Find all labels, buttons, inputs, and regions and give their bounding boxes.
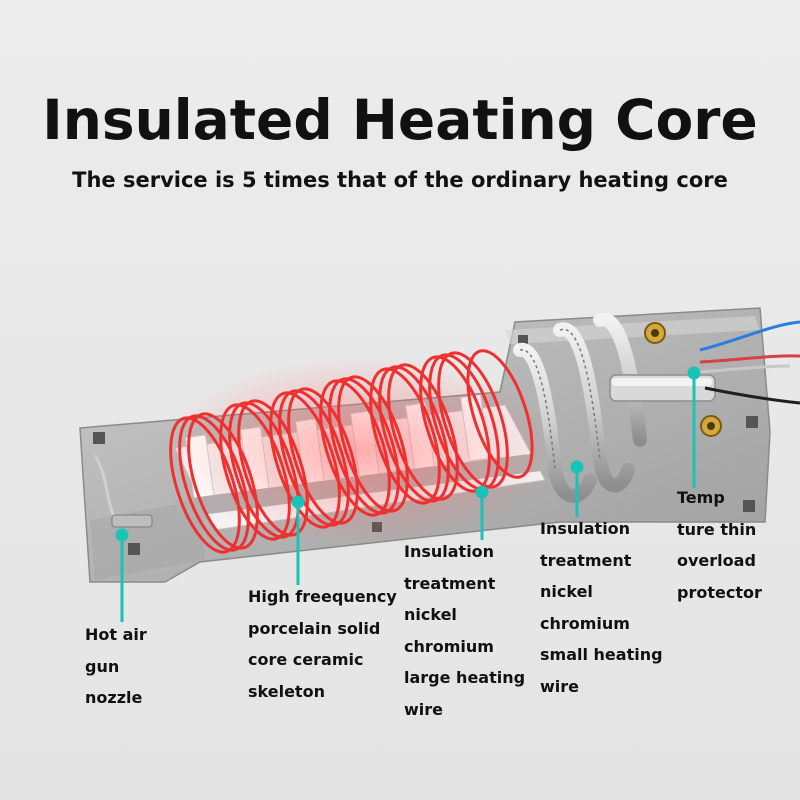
page-subtitle: The service is 5 times that of the ordin… (72, 168, 728, 192)
nozzle-end (93, 454, 153, 528)
label-line: wire (404, 699, 444, 719)
label-line: skeleton (248, 681, 325, 701)
label-ceramic: High freequency porcelain solid core cer… (248, 581, 397, 707)
label-large-wire: Insulation treatment nickel chromium lar… (404, 536, 525, 725)
label-line: porcelain solid (248, 618, 381, 638)
label-line: High freequency (248, 587, 397, 606)
label-line: core ceramic (248, 650, 364, 669)
label-line: small heating (540, 645, 663, 664)
mount-hole-icon (93, 335, 758, 555)
large-heating-coil (169, 349, 534, 554)
label-small-wire: Insulation treatment nickel chromium sma… (540, 513, 663, 702)
label-line: nickel (404, 605, 457, 624)
terminal-icon (644, 322, 722, 437)
label-line: treatment (540, 550, 632, 570)
page-title: Insulated Heating Core (42, 88, 758, 152)
label-line: ture thin (677, 519, 757, 539)
label-line: chromium (404, 636, 494, 656)
temperature-protector (609, 374, 716, 402)
label-line: wire (540, 676, 580, 696)
label-line: overload (677, 551, 756, 570)
label-line: chromium (540, 613, 630, 633)
label-line: large heating (404, 668, 526, 687)
label-line: Temp (677, 488, 725, 507)
label-line: Hot air (85, 625, 147, 644)
label-line: Insulation (540, 519, 631, 538)
label-line: Insulation (404, 542, 495, 561)
callout-lines (115, 366, 701, 622)
label-line: nozzle (85, 688, 143, 707)
label-line: gun (85, 656, 120, 676)
label-line: treatment (404, 573, 496, 593)
lead-wires (699, 320, 800, 405)
label-protector: Temp ture thin overload protector (677, 482, 762, 608)
label-nozzle: Hot air gun nozzle (85, 619, 147, 714)
label-line: protector (677, 582, 762, 602)
label-line: nickel (540, 582, 593, 601)
